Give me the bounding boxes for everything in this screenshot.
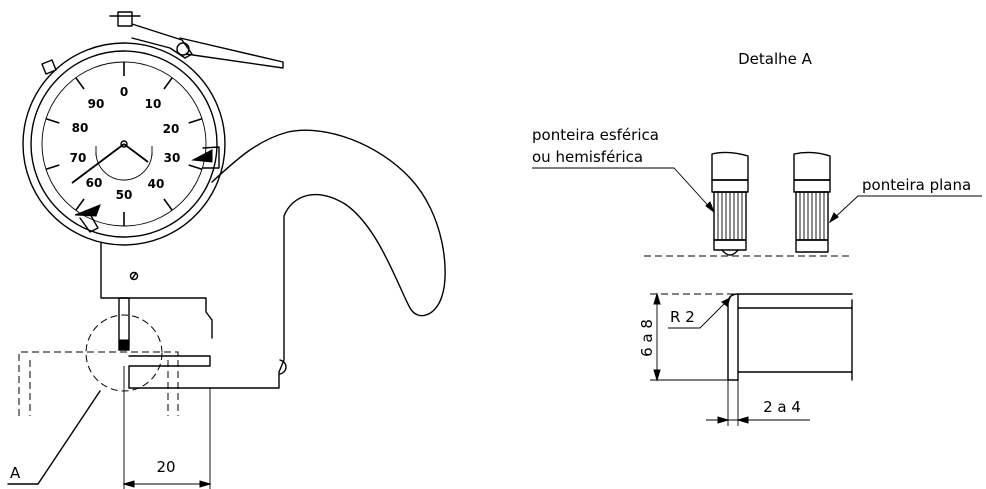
detail-a-marker-label: A — [10, 464, 21, 482]
detail-a-marker: A — [7, 314, 179, 485]
dimension-radius-value: R 2 — [670, 308, 695, 326]
dial-number-20: 20 — [163, 122, 180, 136]
spherical-tip — [711, 151, 749, 256]
dial-number-90: 90 — [88, 97, 105, 111]
dial-number-0: 0 — [120, 85, 128, 99]
flat-tip — [793, 151, 831, 253]
dial-scale-ticks — [45, 62, 203, 226]
dial-number-50: 50 — [116, 188, 133, 202]
tolerance-marker-lower — [74, 204, 101, 217]
dial-number-40: 40 — [148, 177, 165, 191]
tolerance-marker-upper — [191, 149, 213, 163]
frame-section — [650, 293, 853, 381]
spherical-tip-label-line2: ou hemisférica — [532, 148, 643, 166]
dial-bezel-ring — [30, 50, 218, 238]
dial-number-60: 60 — [86, 176, 103, 190]
gauge-stem — [100, 242, 213, 351]
dimension-width-value: 2 a 4 — [763, 398, 801, 416]
dimension-height-value: 6 a 8 — [638, 319, 656, 357]
flat-tip-label: ponteira plana — [862, 176, 971, 194]
dimension-radius: R 2 — [668, 296, 731, 329]
revolution-counter — [95, 151, 153, 181]
dial-number-80: 80 — [72, 121, 89, 135]
c-frame — [128, 129, 446, 389]
detail-title: Detalhe A — [738, 50, 813, 68]
dimension-width: 2 a 4 — [706, 380, 810, 426]
dimension-height: 6 a 8 — [638, 292, 728, 382]
dial-number-30: 30 — [164, 151, 181, 165]
dial-outer-ring — [22, 42, 226, 246]
dial-number-70: 70 — [70, 151, 87, 165]
dial-number-10: 10 — [145, 97, 162, 111]
dial-needle — [71, 140, 149, 184]
dial-gauge: 0 10 20 30 40 50 60 70 80 90 — [22, 11, 284, 246]
dial-numbers: 0 10 20 30 40 50 60 70 80 90 — [70, 85, 181, 202]
dimension-throat-value: 20 — [156, 458, 175, 476]
spherical-tip-label-line1: ponteira esférica — [532, 126, 659, 144]
lifting-lever — [109, 11, 284, 69]
dimension-throat: 20 — [122, 366, 212, 489]
